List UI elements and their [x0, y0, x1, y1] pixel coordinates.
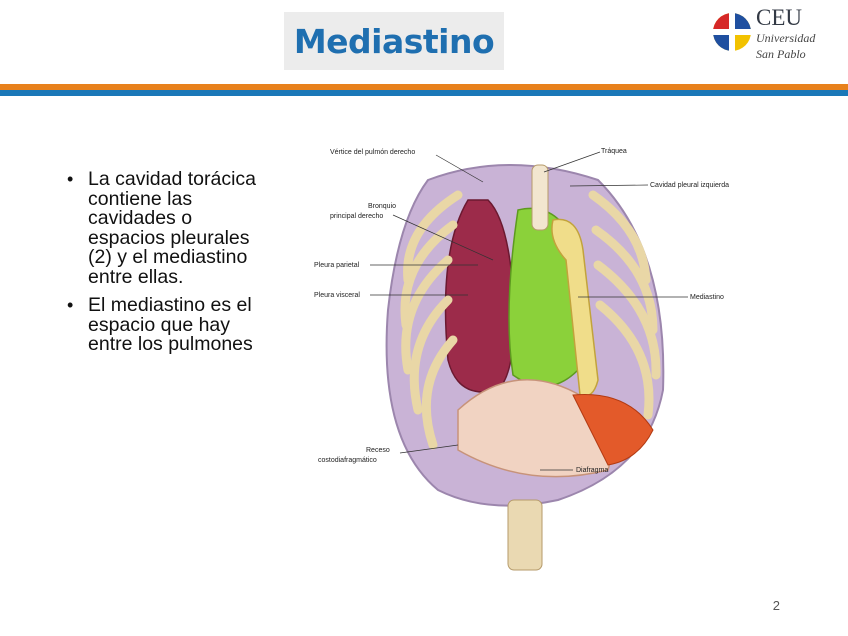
- label-pleura-parietal: Pleura parietal: [314, 262, 360, 269]
- label-vertice: Vértice del pulmón derecho: [330, 149, 415, 156]
- bullet-list: La cavidad torácica contiene las cavidad…: [62, 169, 262, 364]
- ceu-emblem-icon: [713, 13, 751, 51]
- header-stripe-blue: [0, 90, 848, 96]
- slide-title-box: Mediastino: [284, 12, 504, 70]
- label-receso-1: Receso: [366, 447, 390, 454]
- bullet-item: La cavidad torácica contiene las cavidad…: [62, 169, 262, 287]
- right-lung: [444, 199, 515, 393]
- label-cavidad-pleural: Cavidad pleural izquierda: [650, 182, 729, 189]
- leader-lines: [370, 151, 688, 471]
- slide-title: Mediastino: [293, 21, 495, 61]
- label-diafragma: Diafragma: [576, 467, 608, 474]
- rib: [595, 300, 654, 420]
- rib: [409, 295, 453, 415]
- vertebral-column: [507, 499, 543, 571]
- rib: [403, 190, 463, 285]
- label-pleura-visceral: Pleura visceral: [314, 292, 360, 299]
- diaphragm-muscle: [572, 393, 654, 466]
- rib: [588, 190, 651, 285]
- logo-subtitle-1: Universidad: [756, 31, 816, 45]
- rib: [593, 260, 661, 380]
- rib: [400, 220, 458, 330]
- label-traquea: Tráquea: [601, 148, 627, 155]
- rib: [421, 335, 458, 450]
- page-number: 2: [772, 598, 780, 613]
- ceu-logo: CEU Universidad San Pablo: [706, 4, 836, 70]
- rib-cage: [400, 190, 661, 450]
- bullet-item: El mediastino es el espacio que hay entr…: [62, 295, 262, 355]
- trachea-shape: [531, 164, 549, 231]
- logo-subtitle-2: San Pablo: [756, 47, 806, 61]
- logo-name: CEU: [756, 5, 802, 30]
- label-bronquio-2: principal derecho: [330, 213, 383, 220]
- rib: [591, 225, 658, 335]
- thorax-illustration: Vértice del pulmón derecho Tráquea Cavid…: [314, 148, 729, 571]
- label-mediastino: Mediastino: [690, 294, 724, 301]
- label-bronquio-1: Bronquio: [368, 203, 396, 210]
- label-receso-2: costodiafragmático: [318, 457, 377, 464]
- sternum: [551, 218, 599, 397]
- rib: [401, 255, 453, 375]
- header-stripe-orange: [0, 84, 848, 90]
- logo-text: CEU Universidad San Pablo: [756, 6, 815, 61]
